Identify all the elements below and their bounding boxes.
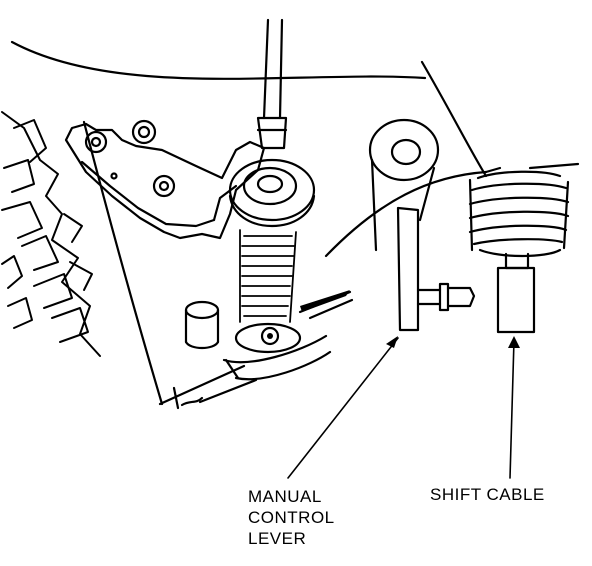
shift-cable-label: SHIFT CABLE: [430, 484, 545, 505]
shift-cable-arrowhead: [508, 336, 520, 348]
leader-lines: [287, 337, 515, 479]
shift-cable-boot: [468, 170, 570, 258]
bracket-shadow: [300, 290, 350, 312]
label-line: CONTROL: [248, 508, 335, 527]
cutaway-arc: [324, 162, 580, 258]
transmission-case: [10, 40, 488, 410]
shift-cable-end: [496, 252, 536, 334]
label-line: MANUAL: [248, 487, 322, 506]
mounting-bracket: [64, 119, 266, 240]
lever-stud: [416, 282, 476, 312]
label-line: SHIFT CABLE: [430, 485, 545, 504]
label-line: LEVER: [248, 529, 307, 548]
return-spring: [239, 229, 297, 323]
cable-fitting: [228, 158, 316, 228]
bushing: [184, 300, 220, 350]
spring-seat-center: [267, 333, 273, 339]
manual-control-lever: [368, 118, 440, 332]
detent-cable: [256, 18, 288, 150]
manual-lever-arrowhead: [386, 336, 398, 348]
manual-control-lever-label: MANUAL CONTROL LEVER: [248, 486, 335, 549]
left-gear-mechanism: [1, 111, 101, 357]
